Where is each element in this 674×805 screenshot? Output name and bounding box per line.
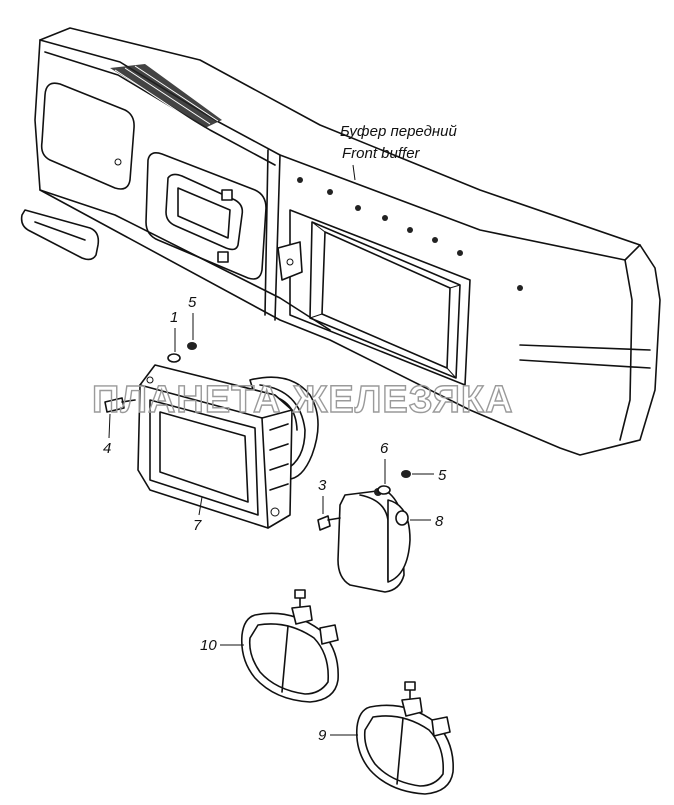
leader-7 bbox=[198, 496, 203, 516]
side-lamp-10 bbox=[240, 589, 339, 703]
callout-10: 10 bbox=[200, 637, 217, 654]
headlight-assembly bbox=[137, 364, 319, 529]
callout-6: 6 bbox=[380, 440, 389, 457]
bolt-3 bbox=[317, 515, 341, 531]
side-lamp-9 bbox=[355, 681, 454, 795]
callout-4: 4 bbox=[103, 440, 111, 457]
leader-4 bbox=[108, 413, 111, 439]
front-buffer bbox=[20, 27, 661, 456]
callout-1: 1 bbox=[170, 309, 178, 326]
title-en: Front buffer bbox=[342, 145, 421, 162]
watermark-text: ПЛАНЕТА ЖЕЛЕЗЯКА bbox=[92, 379, 514, 421]
callout-5-upper: 5 bbox=[188, 294, 197, 311]
fog-light-8 bbox=[337, 488, 411, 593]
callout-7: 7 bbox=[193, 517, 202, 534]
nut-washer-lower bbox=[377, 470, 411, 495]
nut-washer-upper bbox=[167, 342, 197, 363]
bolt-4 bbox=[104, 397, 136, 413]
callout-5-lower: 5 bbox=[438, 467, 447, 484]
title-leader bbox=[352, 164, 356, 181]
callout-9: 9 bbox=[318, 727, 327, 744]
callout-8: 8 bbox=[435, 513, 444, 530]
callout-3: 3 bbox=[318, 477, 327, 494]
title-ru: Буфер передний bbox=[340, 123, 457, 140]
